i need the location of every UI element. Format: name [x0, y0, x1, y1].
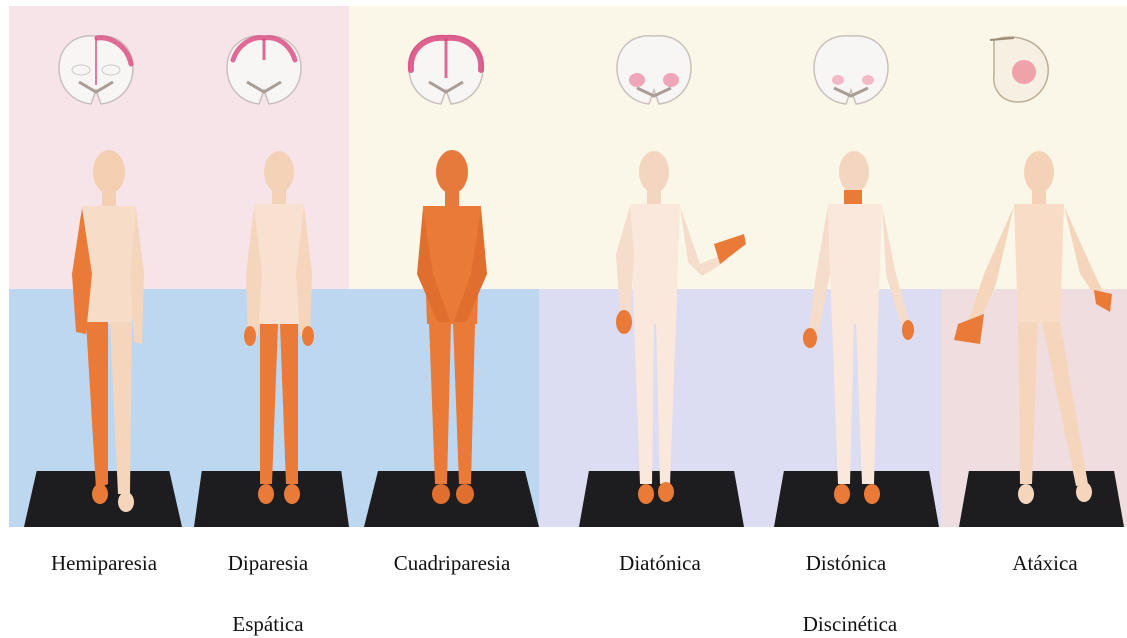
- child-figure-hemiparesia: [64, 144, 154, 524]
- child-figure-ataxica: [954, 144, 1124, 524]
- label-ataxica: Atáxica: [1012, 553, 1077, 574]
- brain-coronal-icon: [401, 30, 491, 110]
- label-diatonica: Diatónica: [619, 553, 701, 574]
- brain-coronal-icon: [219, 30, 309, 110]
- illustration: [9, 6, 1127, 527]
- child-figure-cuadriparesia: [407, 144, 497, 524]
- child-figure-distonica: [794, 144, 924, 524]
- cerebellum-icon: [984, 30, 1064, 110]
- label-diparesia-line2: Espática: [232, 614, 303, 635]
- label-distonica-line2: Discinética: [803, 614, 897, 635]
- child-figure-diparesia: [234, 144, 324, 524]
- brain-coronal-icon: [609, 30, 699, 110]
- label-cuadriparesia: Cuadriparesia: [394, 553, 511, 574]
- child-figure-diatonica: [604, 144, 754, 524]
- label-diparesia: Diparesia: [228, 553, 308, 574]
- brain-coronal-icon: [51, 30, 141, 110]
- brain-coronal-icon: [806, 30, 896, 110]
- label-hemiparesia: Hemiparesia: [51, 553, 157, 574]
- label-distonica: Distónica: [806, 553, 886, 574]
